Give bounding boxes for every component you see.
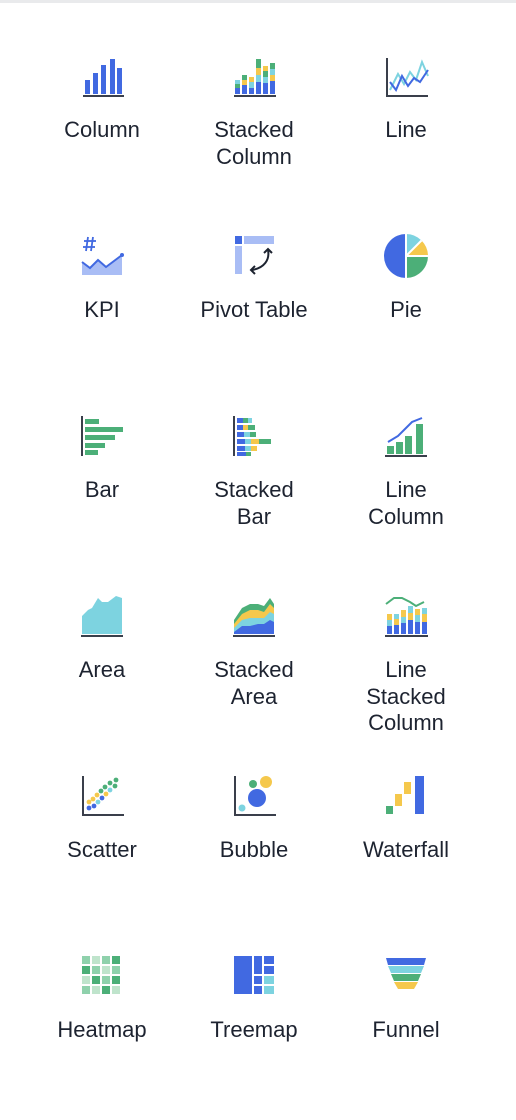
chart-type-area[interactable]: Area — [26, 580, 178, 760]
scatter-chart-icon — [82, 776, 124, 816]
chart-type-label: Waterfall — [363, 837, 449, 862]
chart-type-label: Stacked Bar — [214, 477, 294, 529]
pie-chart-icon — [384, 234, 428, 278]
funnel-chart-icon — [386, 958, 426, 989]
stacked-column-chart-icon — [234, 59, 276, 97]
chart-type-line-column[interactable]: Line Column — [330, 400, 482, 580]
chart-type-label: Line Column — [368, 477, 444, 529]
chart-type-label: Bubble — [219, 837, 289, 862]
kpi-chart-icon — [81, 236, 124, 275]
chart-type-label: Column — [64, 117, 140, 142]
heatmap-chart-icon — [82, 956, 120, 994]
chart-type-label: Scatter — [67, 837, 137, 862]
stacked-bar-chart-icon — [233, 416, 271, 456]
chart-type-label: Bar — [84, 477, 120, 502]
chart-type-funnel[interactable]: Funnel — [330, 940, 482, 1120]
line-column-chart-icon — [385, 417, 427, 457]
chart-type-label: Area — [78, 657, 126, 682]
chart-type-stacked-bar[interactable]: Stacked Bar — [178, 400, 330, 580]
chart-type-scatter[interactable]: Scatter — [26, 760, 178, 940]
line-stacked-column-chart-icon — [385, 597, 428, 637]
chart-type-label: Line Stacked Column — [366, 657, 446, 735]
chart-type-column[interactable]: Column — [26, 40, 178, 220]
chart-type-label: Pivot Table — [200, 297, 308, 322]
bar-chart-icon — [81, 416, 123, 456]
chart-type-label: Treemap — [210, 1017, 298, 1042]
chart-type-stacked-column[interactable]: Stacked Column — [178, 40, 330, 220]
chart-type-stacked-area[interactable]: Stacked Area — [178, 580, 330, 760]
stacked-area-chart-icon — [233, 598, 275, 637]
bubble-chart-icon — [234, 776, 276, 816]
chart-type-kpi[interactable]: KPI — [26, 220, 178, 400]
chart-type-treemap[interactable]: Treemap — [178, 940, 330, 1120]
chart-type-label: Pie — [390, 297, 422, 322]
chart-type-pie[interactable]: Pie — [330, 220, 482, 400]
top-divider — [0, 0, 516, 3]
chart-type-label: KPI — [84, 297, 120, 322]
chart-type-line[interactable]: Line — [330, 40, 482, 220]
waterfall-chart-icon — [386, 776, 424, 814]
chart-type-pivot-table[interactable]: Pivot Table — [178, 220, 330, 400]
treemap-chart-icon — [234, 956, 274, 994]
chart-type-label: Line — [385, 117, 427, 142]
chart-type-heatmap[interactable]: Heatmap — [26, 940, 178, 1120]
chart-type-waterfall[interactable]: Waterfall — [330, 760, 482, 940]
chart-type-line-stacked-column[interactable]: Line Stacked Column — [330, 580, 482, 760]
chart-type-bubble[interactable]: Bubble — [178, 760, 330, 940]
chart-type-picker: Column Stacked Column — [26, 40, 482, 1120]
area-chart-icon — [81, 596, 123, 637]
chart-type-bar[interactable]: Bar — [26, 400, 178, 580]
pivot-table-icon — [235, 236, 274, 275]
chart-type-label: Funnel — [372, 1017, 440, 1042]
line-chart-icon — [386, 58, 429, 97]
chart-type-label: Stacked Column — [214, 117, 294, 169]
column-chart-icon — [83, 59, 124, 97]
chart-type-label: Stacked Area — [214, 657, 294, 709]
chart-type-label: Heatmap — [57, 1017, 147, 1042]
